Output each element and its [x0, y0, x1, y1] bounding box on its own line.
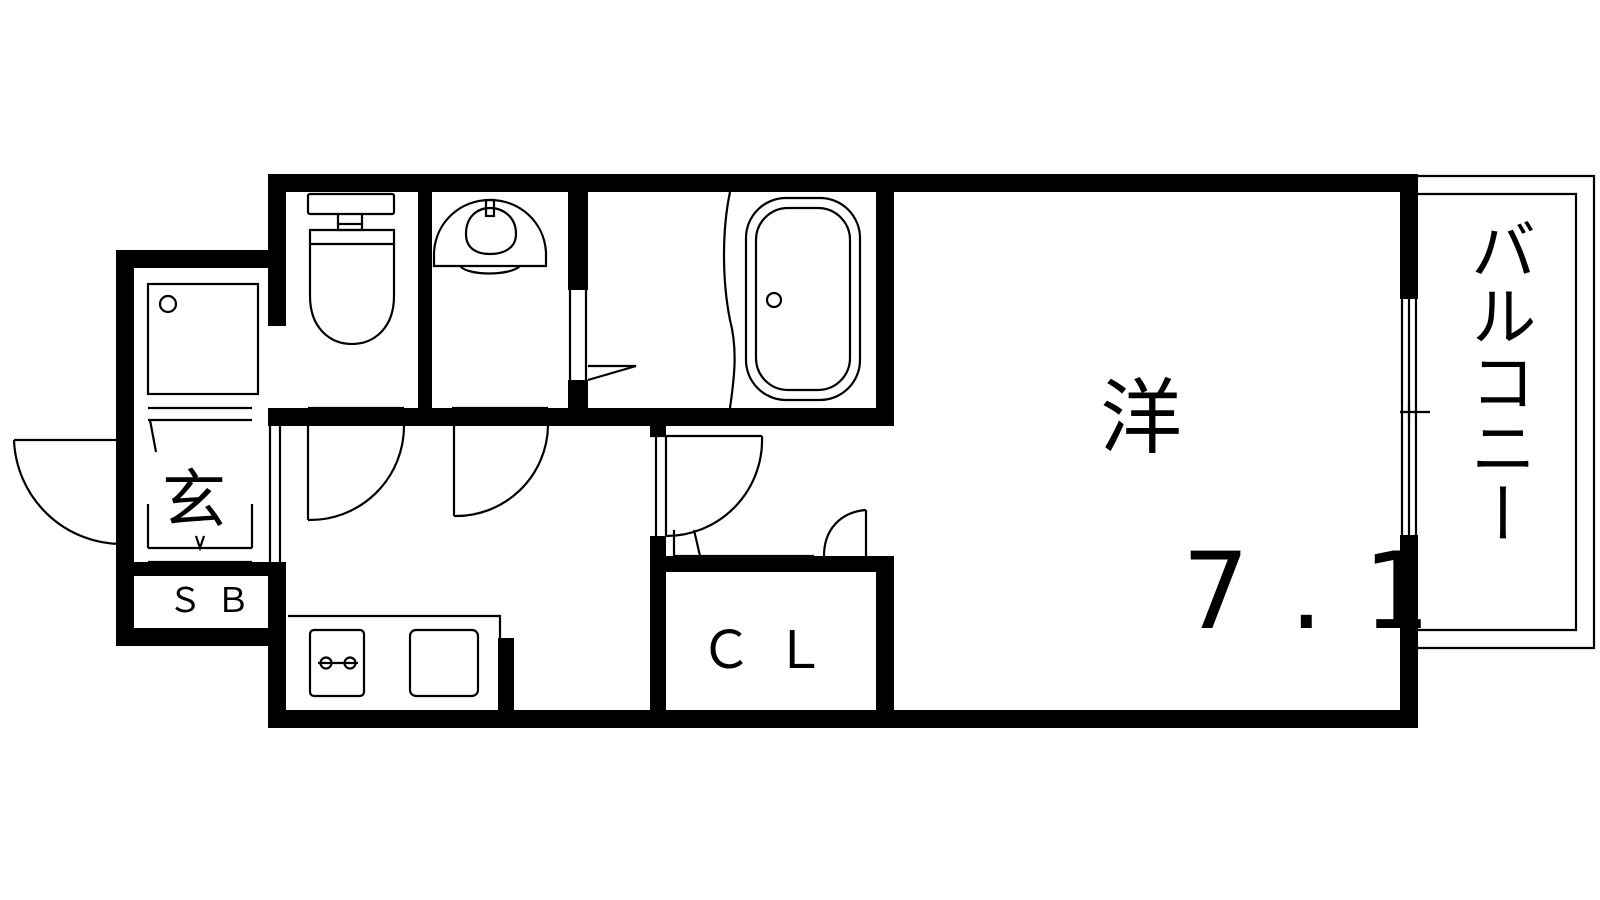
outer-walls [116, 174, 1418, 728]
kitchen-counter [288, 614, 502, 698]
wash-basin-icon [432, 198, 548, 422]
room-label-entrance: 玄 [162, 464, 226, 538]
room-label-closet: ＣＬ [700, 621, 848, 681]
balcony [1418, 174, 1596, 650]
window-openings [568, 290, 1430, 536]
interior-walls [116, 174, 894, 728]
room-label-western: 洋 [1100, 371, 1182, 466]
toilet-icon [306, 192, 404, 422]
room-label-shoe-box: ＳＢ [168, 581, 264, 621]
room-label-balcony: バルコニー [1460, 216, 1537, 546]
room-size-western: 7.1 [1182, 530, 1471, 653]
doors [12, 419, 868, 564]
bathtub-icon [587, 191, 862, 409]
washing-machine-space [146, 282, 260, 422]
